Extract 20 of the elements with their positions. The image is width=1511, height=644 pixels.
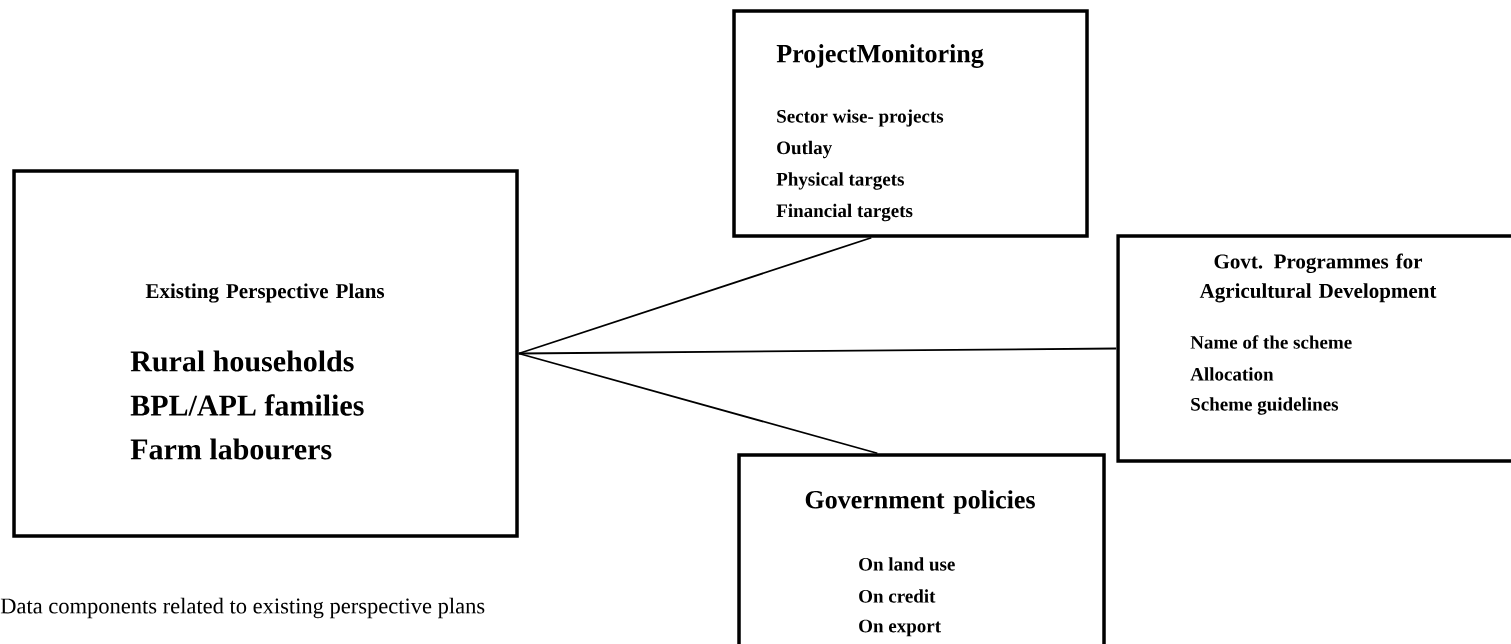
- connector-line: [517, 352, 879, 455]
- list-item: Farm labourers: [130, 438, 332, 460]
- list-item: Allocation: [1190, 367, 1274, 381]
- box-heading: Govt. Programmes for Agricultural Development: [1199, 253, 1437, 303]
- list-item: Name of the scheme: [1190, 335, 1352, 349]
- list-item: Outlay: [777, 140, 832, 159]
- list-item: Physical targets: [776, 172, 904, 190]
- list-item: BPL/APL families: [130, 394, 364, 416]
- list-item: Rural households: [130, 350, 354, 372]
- list-item: Financial targets: [776, 203, 913, 222]
- list-item: On export: [859, 619, 941, 637]
- caption: Data components related to existing perspective plans: [0, 597, 485, 619]
- list-item: On credit: [859, 589, 936, 603]
- list-item: Scheme guidelines: [1191, 397, 1339, 415]
- list-item: Sector wise- projects: [777, 109, 944, 127]
- list-item: On land use: [859, 557, 955, 571]
- box-heading: ProjectMonitoring: [776, 44, 984, 68]
- connector-line: [517, 236, 873, 355]
- box-heading: Government policies: [805, 490, 1035, 514]
- box-heading: Existing Perspective Plans: [145, 283, 385, 303]
